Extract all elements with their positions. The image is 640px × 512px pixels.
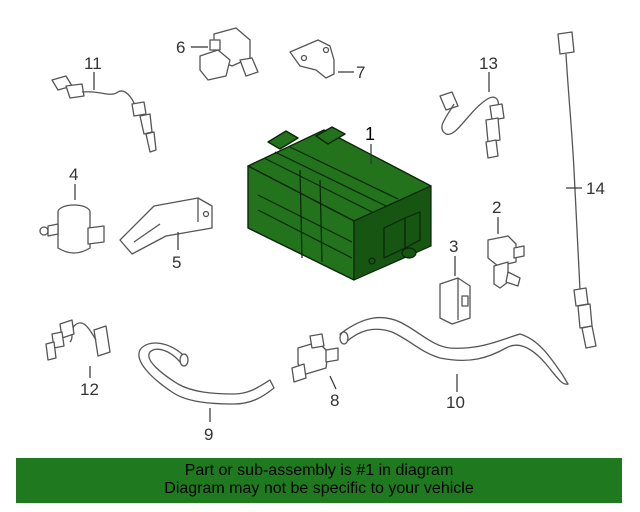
part-7-bracket[interactable] — [289, 39, 335, 79]
leader-lines — [74, 46, 582, 422]
banner-line-1: Part or sub-assembly is #1 in diagram — [184, 462, 454, 479]
part-12-o2-sensor[interactable] — [45, 319, 111, 361]
callout-8[interactable]: 8 — [330, 391, 339, 410]
part-3-bracket[interactable] — [439, 277, 471, 325]
callout-13[interactable]: 13 — [479, 54, 498, 73]
callout-12[interactable]: 12 — [80, 380, 99, 399]
part-11-o2-sensor[interactable] — [51, 75, 157, 153]
callout-14[interactable]: 14 — [586, 179, 605, 198]
callout-2[interactable]: 2 — [492, 198, 501, 217]
part-8-valve[interactable] — [291, 333, 339, 383]
callout-5[interactable]: 5 — [172, 253, 181, 272]
parts-diagram: 1 2 3 4 5 6 7 8 9 10 11 12 13 14 — [39, 27, 605, 444]
part-4-sensor[interactable] — [39, 204, 105, 254]
part-5-bracket[interactable] — [119, 197, 213, 255]
callout-7[interactable]: 7 — [356, 63, 365, 82]
callout-11[interactable]: 11 — [84, 54, 102, 73]
callout-4[interactable]: 4 — [69, 165, 78, 184]
part-10-hose[interactable] — [339, 316, 569, 385]
callout-9[interactable]: 9 — [204, 425, 213, 444]
callout-6[interactable]: 6 — [176, 38, 185, 57]
part-6-solenoid[interactable] — [199, 27, 259, 81]
part-1-canister[interactable] — [247, 126, 432, 281]
banner-line-2: Diagram may not be specific to your vehi… — [164, 480, 474, 497]
part-2-valve[interactable] — [487, 235, 525, 289]
info-banner: Part or sub-assembly is #1 in diagram Di… — [16, 458, 622, 503]
callout-labels: 1 2 3 4 5 6 7 8 9 10 11 12 13 14 — [69, 38, 605, 444]
callout-1[interactable]: 1 — [365, 124, 375, 144]
callout-3[interactable]: 3 — [449, 237, 458, 256]
part-13-o2-sensor[interactable] — [439, 91, 505, 159]
part-14-o2-sensor[interactable] — [557, 31, 597, 349]
callout-10[interactable]: 10 — [446, 393, 465, 412]
part-9-hose[interactable] — [138, 342, 275, 405]
